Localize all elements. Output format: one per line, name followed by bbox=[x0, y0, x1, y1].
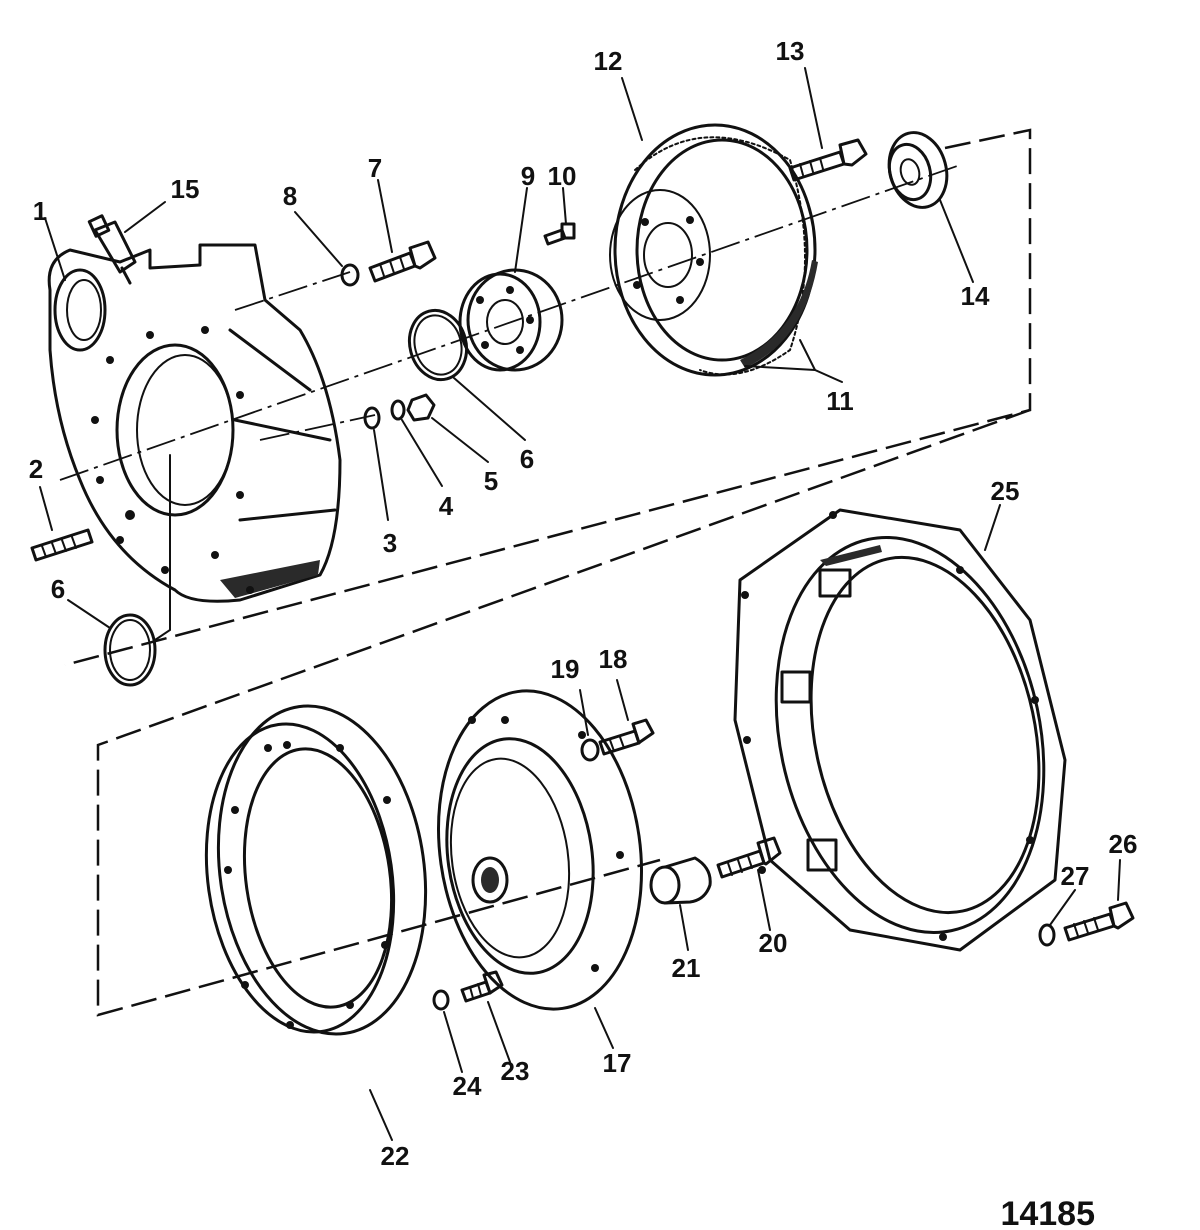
callout-25: 25 bbox=[991, 476, 1020, 506]
adapter-screw bbox=[460, 970, 504, 1003]
callout-27: 27 bbox=[1061, 861, 1090, 891]
callout-23: 23 bbox=[501, 1056, 530, 1086]
flywheel-bolt bbox=[788, 138, 868, 182]
leader-lines bbox=[39, 67, 1121, 1141]
callout-18: 18 bbox=[599, 644, 628, 674]
drive-plate bbox=[458, 268, 564, 372]
callout-15: 15 bbox=[171, 174, 200, 204]
adapter-washer bbox=[432, 989, 450, 1011]
o-ring-lower bbox=[103, 613, 157, 687]
callout-3: 3 bbox=[383, 528, 397, 558]
housing-bolt bbox=[368, 240, 437, 283]
figure-number: 14185 bbox=[1000, 1195, 1095, 1230]
flywheel-ring-gear bbox=[609, 123, 818, 377]
callout-6-upper: 6 bbox=[520, 444, 534, 474]
bell-housing-washer bbox=[1038, 923, 1056, 947]
group-boundary-dashed-line bbox=[64, 128, 1032, 1017]
stud-bolt bbox=[30, 528, 94, 562]
callout-19: 19 bbox=[551, 654, 580, 684]
bell-housing bbox=[733, 508, 1067, 952]
callout-4: 4 bbox=[439, 491, 454, 521]
washer-flat bbox=[363, 406, 381, 430]
callout-22: 22 bbox=[381, 1141, 410, 1171]
pilot-bearing bbox=[887, 131, 949, 209]
callout-14: 14 bbox=[961, 281, 990, 311]
callout-1: 1 bbox=[33, 196, 47, 226]
callout-10: 10 bbox=[548, 161, 577, 191]
flywheel-housing bbox=[47, 243, 342, 603]
callout-21: 21 bbox=[672, 953, 701, 983]
plate-screw bbox=[543, 222, 576, 246]
bell-housing-bolt bbox=[1063, 901, 1135, 942]
callout-12: 12 bbox=[594, 46, 623, 76]
adapter-ring bbox=[204, 704, 428, 1036]
lock-washer bbox=[340, 263, 360, 287]
lock-washer-small bbox=[390, 399, 406, 421]
drive-flange bbox=[437, 689, 643, 1011]
o-ring-upper bbox=[407, 308, 469, 382]
flange-washer bbox=[580, 738, 600, 762]
callout-5: 5 bbox=[484, 466, 498, 496]
callout-7: 7 bbox=[368, 153, 382, 183]
hex-nut bbox=[406, 393, 436, 422]
flange-screw bbox=[598, 718, 655, 756]
mount-bolt bbox=[716, 836, 782, 879]
callout-6-lower: 6 bbox=[51, 574, 65, 604]
callout-20: 20 bbox=[759, 928, 788, 958]
assembly-centerline bbox=[59, 164, 961, 481]
callout-26: 26 bbox=[1109, 829, 1138, 859]
callout-8: 8 bbox=[283, 181, 297, 211]
spacer-bushing bbox=[649, 856, 712, 905]
callout-11: 11 bbox=[826, 386, 854, 416]
callout-13: 13 bbox=[776, 36, 805, 66]
temperature-switch bbox=[87, 214, 137, 285]
callout-2: 2 bbox=[29, 454, 43, 484]
callout-17: 17 bbox=[603, 1048, 632, 1078]
callout-9: 9 bbox=[521, 161, 535, 191]
callout-24: 24 bbox=[453, 1071, 482, 1101]
